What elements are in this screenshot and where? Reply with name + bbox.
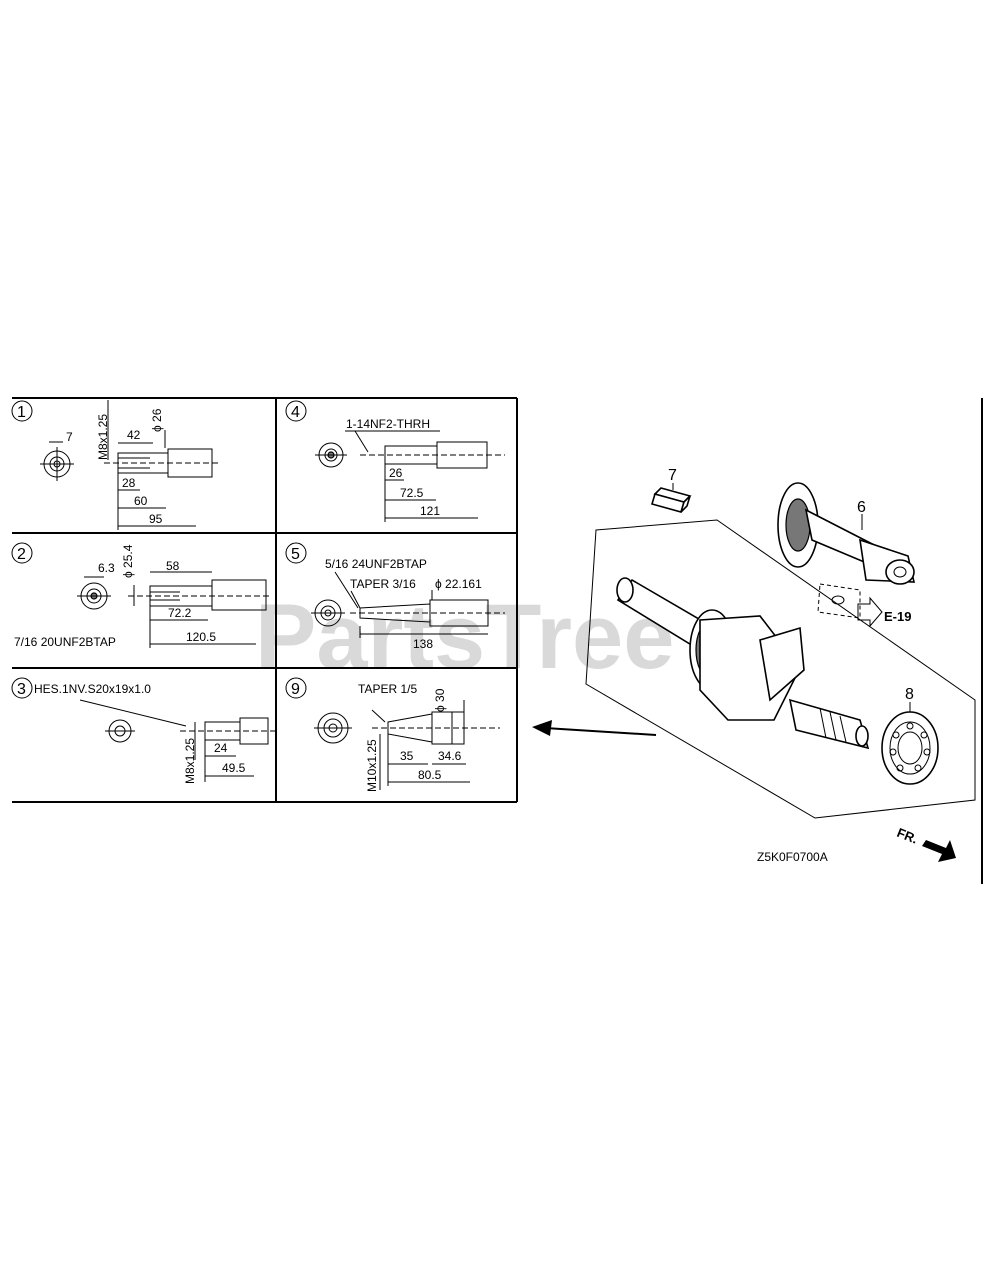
- panel-number: 4: [291, 404, 300, 421]
- dim-diameter: ϕ 26: [150, 408, 164, 432]
- dim-taper: TAPER 3/16: [350, 577, 416, 591]
- dim-tap: 7/16 20UNF2BTAP: [14, 635, 116, 649]
- callout-8: 8: [905, 686, 914, 703]
- part-8-bearing: [881, 702, 939, 785]
- part-6-balancer-shaft: [777, 482, 916, 585]
- dim-b: 49.5: [222, 761, 246, 775]
- dimension-lines: [49, 400, 196, 530]
- shaft-end-view: [314, 712, 352, 744]
- panel-number-circle: [285, 542, 307, 564]
- panel-grid: [12, 397, 518, 803]
- callout-6: 6: [857, 499, 866, 516]
- e-19-reference: [817, 583, 883, 628]
- panel-3: 3 HES.1NV.S20x19x1.0 M8x1.25 24 49.5: [11, 677, 276, 784]
- dim-a: 35: [400, 749, 414, 763]
- panel-number-circle: [285, 400, 307, 422]
- panel-number-circle: [11, 677, 33, 699]
- panel-number: 9: [291, 681, 300, 698]
- dim-a: 24: [214, 741, 228, 755]
- dim-e: 120.5: [186, 630, 216, 644]
- dim-taper: TAPER 1/5: [358, 682, 417, 696]
- reference-arrow-icon: [532, 720, 657, 736]
- panel-number-circle: [11, 542, 33, 564]
- dim-thread: M8x1.25: [183, 738, 197, 784]
- panel-9: 9 TAPER 1/5 ϕ 30 M10x1.25 35 34.6 80.5: [285, 677, 500, 792]
- panel-4: 4 1-14NF2-THRH 26 72.5 121: [285, 400, 505, 522]
- shaft-end-view: [315, 442, 347, 468]
- dim-a: 26: [389, 466, 403, 480]
- panel-number: 2: [17, 546, 26, 563]
- panel-1: 1 M8x1.25 ϕ 26 7 42 28 60 95: [11, 400, 220, 530]
- dim-c: 121: [420, 504, 440, 518]
- watermark: PartsTree: [255, 586, 674, 688]
- dim-a: 7: [66, 430, 73, 444]
- dim-f: 95: [149, 512, 163, 526]
- dim-spline: HES.1NV.S20x19x1.0: [34, 682, 151, 696]
- panel-number-circle: [11, 400, 33, 422]
- callout-7: 7: [668, 467, 677, 484]
- dimension-lines: [79, 699, 254, 782]
- dim-a: 138: [413, 637, 433, 651]
- panel-2: 2 ϕ 25.4 6.3 58 72.2 120.5 7/16 20UNF2BT…: [11, 542, 272, 649]
- part-7-key: [650, 483, 692, 513]
- dim-thread: M10x1.25: [365, 739, 379, 792]
- shaft-side-view: [360, 441, 505, 469]
- dim-c: 72.2: [168, 606, 192, 620]
- dim-a: 6.3: [98, 561, 115, 575]
- panel-5: 5 5/16 24UNF2BTAP TAPER 3/16 ϕ 22.161 13…: [285, 542, 505, 651]
- dim-thread: 1-14NF2-THRH: [346, 417, 430, 431]
- dim-b: 72.5: [400, 486, 424, 500]
- dim-thread: M8x1.25: [96, 414, 110, 460]
- shaft-side-view: [180, 717, 276, 745]
- e-19-label: E-19: [884, 609, 911, 624]
- shaft-end-view: [40, 447, 74, 481]
- dim-diameter: ϕ 22.161: [435, 577, 482, 591]
- dim-b: 58: [166, 559, 180, 573]
- shaft-side-view: [128, 579, 272, 611]
- shaft-side-view: [350, 599, 505, 627]
- dim-c: 80.5: [418, 768, 442, 782]
- dimension-lines: [334, 571, 488, 638]
- dim-diameter: ϕ 30: [433, 688, 447, 712]
- panel-number: 1: [17, 404, 26, 421]
- shaft-end-view: [311, 599, 345, 627]
- exploded-view: 7 6 E-19: [585, 467, 976, 862]
- front-arrow-icon: [922, 840, 956, 862]
- dim-c: 28: [122, 476, 136, 490]
- panel-number: 5: [291, 546, 300, 563]
- diagram-reference-code: Z5K0F0700A: [757, 850, 828, 864]
- front-label: FR.: [895, 825, 920, 847]
- dimension-lines: [84, 571, 256, 648]
- dim-b: 34.6: [438, 749, 462, 763]
- assembly-outline: [585, 519, 976, 819]
- dim-tap: 5/16 24UNF2BTAP: [325, 557, 427, 571]
- shaft-side-view: [372, 711, 500, 745]
- shaft-end-view: [77, 582, 111, 610]
- dim-diameter: ϕ 25.4: [121, 544, 135, 578]
- panel-number: 3: [17, 681, 26, 698]
- dim-e: 60: [134, 494, 148, 508]
- panel-number-circle: [285, 677, 307, 699]
- shaft-end-view: [105, 719, 135, 743]
- dimension-lines: [345, 430, 478, 522]
- dim-b: 42: [127, 428, 141, 442]
- shaft-side-view: [104, 448, 220, 478]
- dimension-lines: [371, 700, 470, 790]
- part-crankshaft: [616, 577, 870, 750]
